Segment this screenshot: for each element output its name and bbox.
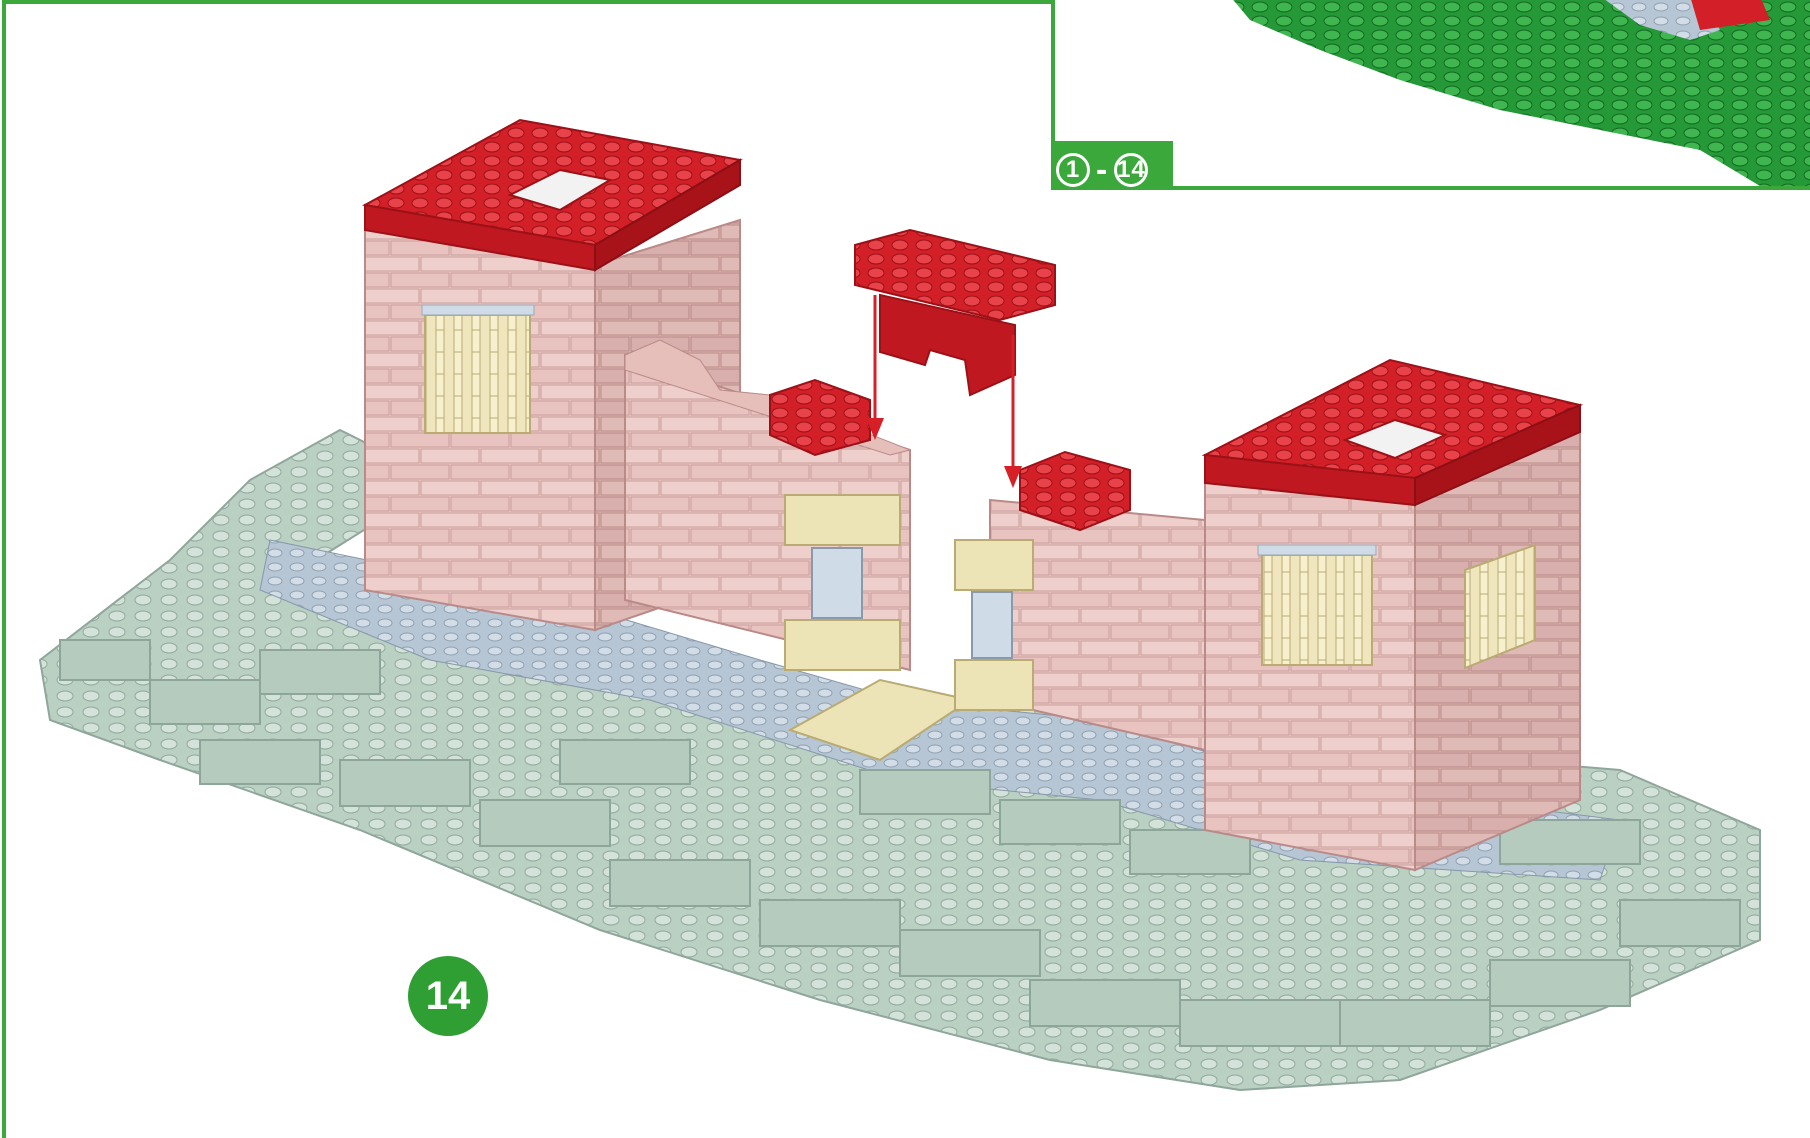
- right-wall: [955, 452, 1205, 750]
- left-wall: [625, 340, 910, 670]
- right-tower-window-front: [1262, 555, 1372, 665]
- left-tower-window: [425, 315, 530, 433]
- right-tower: [1205, 360, 1580, 870]
- step-number: 14: [408, 956, 488, 1036]
- step-range: 1 - 14: [1056, 148, 1176, 192]
- range-end-badge: 14: [1114, 153, 1148, 187]
- lintel-piece: [855, 230, 1055, 395]
- range-separator: -: [1096, 148, 1108, 192]
- range-start-badge: 1: [1056, 153, 1090, 187]
